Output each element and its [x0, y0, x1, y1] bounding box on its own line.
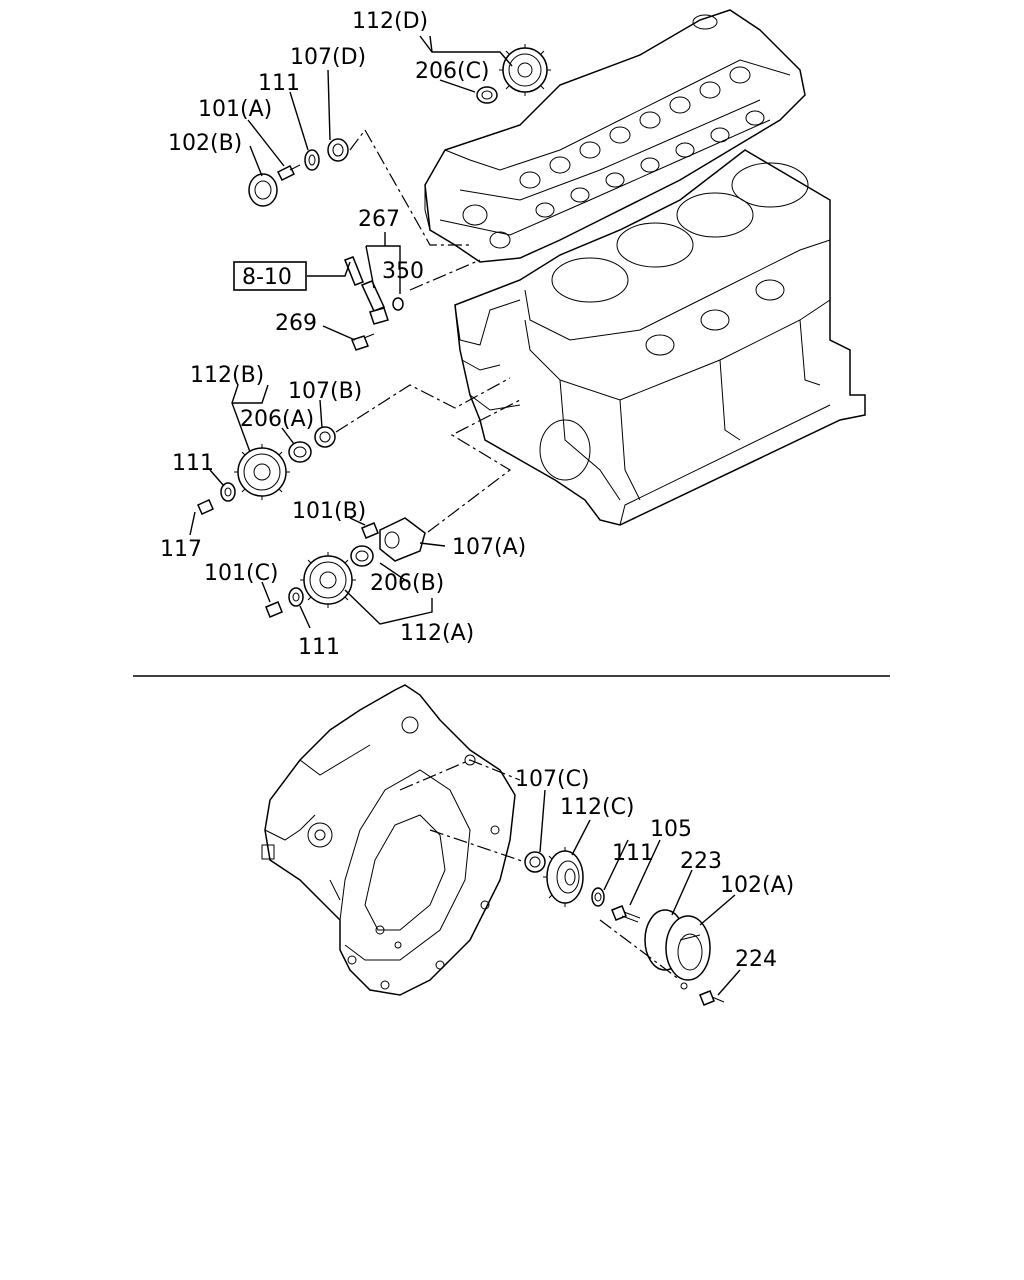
labels-bottom: 107(C) 112(C) 105 111 223 102(A) 224 [515, 767, 794, 972]
label-107b: 107(B) [288, 379, 362, 404]
o-ring-350 [392, 297, 404, 311]
label-101b: 101(B) [292, 499, 366, 524]
label-112d: 112(D) [352, 9, 428, 34]
label-206b: 206(B) [370, 571, 444, 596]
bushing-206a [288, 441, 312, 463]
ref-box-8-10 [233, 261, 307, 291]
washer-111-top [304, 149, 320, 171]
flywheel-housing [261, 684, 516, 996]
label-224: 224 [735, 947, 777, 972]
cover-102a [665, 915, 711, 981]
bushing-206b [350, 545, 374, 567]
label-101c: 101(C) [204, 561, 279, 586]
bushing-206c [476, 86, 498, 104]
label-223: 223 [680, 849, 722, 874]
label-111-bottom: 111 [612, 841, 654, 866]
label-107d: 107(D) [290, 45, 366, 70]
label-112b: 112(B) [190, 363, 264, 388]
bolt-117 [197, 499, 214, 515]
label-101a: 101(A) [198, 97, 272, 122]
leader-lines-bottom [539, 789, 741, 996]
cylinder-block [454, 149, 866, 526]
shaft-107c [524, 851, 546, 873]
washer-111-mid [220, 482, 236, 502]
label-267: 267 [358, 207, 400, 232]
sensor-267 [344, 256, 389, 325]
leader-lines-top [189, 35, 513, 629]
bolt-101c [265, 601, 283, 618]
label-102a: 102(A) [720, 873, 794, 898]
label-112c: 112(C) [560, 795, 635, 820]
bolt-101a [276, 164, 301, 182]
cylinder-head [424, 9, 806, 263]
gear-112b [234, 444, 290, 500]
alignment-lines-top [335, 128, 521, 533]
washer-111-bottom [591, 887, 605, 907]
label-206c: 206(C) [415, 59, 490, 84]
shaft-107b [314, 426, 336, 448]
bolt-101b [361, 522, 379, 539]
label-112a: 112(A) [400, 621, 474, 646]
label-8-10: 8-10 [242, 265, 292, 290]
label-269: 269 [275, 311, 317, 336]
bracket-107a [379, 517, 426, 562]
label-105: 105 [650, 817, 692, 842]
gear-112a [300, 552, 356, 608]
label-206a: 206(A) [240, 407, 314, 432]
label-107a: 107(A) [452, 535, 526, 560]
gear-112c [543, 847, 584, 907]
label-111-top: 111 [258, 71, 300, 96]
label-117: 117 [160, 537, 202, 562]
labels-top: 112(D) 206(C) 107(D) 111 101(A) 102(B) 2… [160, 9, 526, 660]
label-350: 350 [382, 259, 424, 284]
label-111-low: 111 [298, 635, 340, 660]
bolt-269 [351, 333, 375, 351]
label-111-mid: 111 [172, 451, 214, 476]
shaft-107d [327, 138, 349, 162]
washer-111-low [288, 587, 304, 607]
bolt-105 [611, 905, 641, 923]
bolt-224 [680, 982, 725, 1006]
label-102b: 102(B) [168, 131, 242, 156]
label-107c: 107(C) [515, 767, 590, 792]
cap-102b [248, 173, 278, 207]
alignment-lines-bottom [399, 759, 681, 981]
gear-112d [499, 44, 551, 96]
